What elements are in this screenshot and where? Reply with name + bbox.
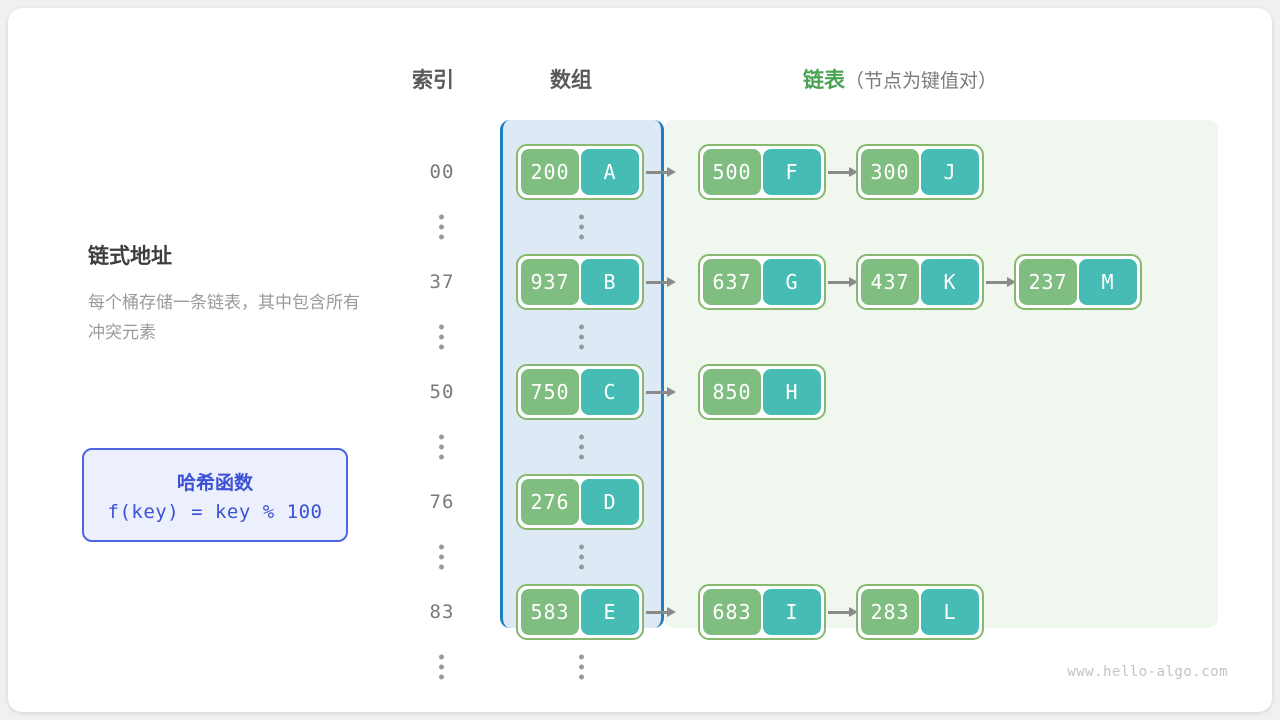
- next-pointer-arrow-icon: [828, 277, 858, 287]
- bucket-node-key: 750: [521, 369, 579, 415]
- chain-node-value: H: [763, 369, 821, 415]
- index-ellipsis-icon: [439, 324, 444, 350]
- panel-description: 每个桶存储一条链表，其中包含所有冲突元素: [88, 293, 360, 342]
- chain-node-value: J: [921, 149, 979, 195]
- array-ellipsis-icon: [579, 214, 584, 240]
- index-ellipsis-icon: [439, 544, 444, 570]
- chain-node-key: 237: [1019, 259, 1077, 305]
- ellipsis-row: [8, 424, 1272, 470]
- bucket-node-key: 937: [521, 259, 579, 305]
- chain-node-value: L: [921, 589, 979, 635]
- column-header-array: 数组: [550, 69, 592, 92]
- footer-watermark: www.hello-algo.com: [1067, 664, 1228, 680]
- ellipsis-row: [8, 204, 1272, 250]
- next-pointer-arrow-icon: [828, 167, 858, 177]
- bucket-index-label: 76: [429, 491, 455, 513]
- chain-node-key: 850: [703, 369, 761, 415]
- chain-node-value: F: [763, 149, 821, 195]
- ellipsis-row: [8, 644, 1272, 690]
- next-pointer-arrow-icon: [646, 167, 676, 177]
- column-header-linked-list-sub: （节点为键值对）: [845, 71, 998, 92]
- index-ellipsis-icon: [439, 654, 444, 680]
- array-ellipsis-icon: [579, 544, 584, 570]
- column-header-linked-list: 链表（节点为键值对）: [803, 64, 997, 94]
- chain-node-value: M: [1079, 259, 1137, 305]
- chain-node-key: 300: [861, 149, 919, 195]
- bucket-index-label: 00: [429, 161, 455, 183]
- next-pointer-arrow-icon: [646, 607, 676, 617]
- bucket-node-value: B: [581, 259, 639, 305]
- hash-function-box: 哈希函数 f(key) = key % 100: [82, 448, 348, 542]
- chain-node-value: G: [763, 259, 821, 305]
- next-pointer-arrow-icon: [828, 607, 858, 617]
- next-pointer-arrow-icon: [646, 387, 676, 397]
- chain-node-value: K: [921, 259, 979, 305]
- ellipsis-row: [8, 314, 1272, 360]
- bucket-node-key: 276: [521, 479, 579, 525]
- chain-node-value: I: [763, 589, 821, 635]
- hash-function-title: 哈希函数: [176, 472, 253, 494]
- chain-node-key: 500: [703, 149, 761, 195]
- panel-title: 链式地址: [88, 245, 172, 268]
- chain-node-key: 283: [861, 589, 919, 635]
- bucket-node-key: 583: [521, 589, 579, 635]
- next-pointer-arrow-icon: [986, 277, 1016, 287]
- array-ellipsis-icon: [579, 434, 584, 460]
- bucket-node-value: A: [581, 149, 639, 195]
- index-ellipsis-icon: [439, 434, 444, 460]
- column-header-linked-list-main: 链表: [803, 69, 845, 92]
- bucket-index-label: 50: [429, 381, 455, 403]
- chain-node-key: 437: [861, 259, 919, 305]
- bucket-node-value: E: [581, 589, 639, 635]
- hash-function-formula: f(key) = key % 100: [107, 500, 323, 523]
- index-ellipsis-icon: [439, 214, 444, 240]
- bucket-index-label: 37: [429, 271, 455, 293]
- ellipsis-row: [8, 534, 1272, 580]
- next-pointer-arrow-icon: [646, 277, 676, 287]
- array-ellipsis-icon: [579, 654, 584, 680]
- bucket-node-value: D: [581, 479, 639, 525]
- column-header-index: 索引: [412, 69, 454, 92]
- chain-node-key: 637: [703, 259, 761, 305]
- chain-node-key: 683: [703, 589, 761, 635]
- bucket-node-key: 200: [521, 149, 579, 195]
- bucket-index-label: 83: [429, 601, 455, 623]
- bucket-node-value: C: [581, 369, 639, 415]
- array-ellipsis-icon: [579, 324, 584, 350]
